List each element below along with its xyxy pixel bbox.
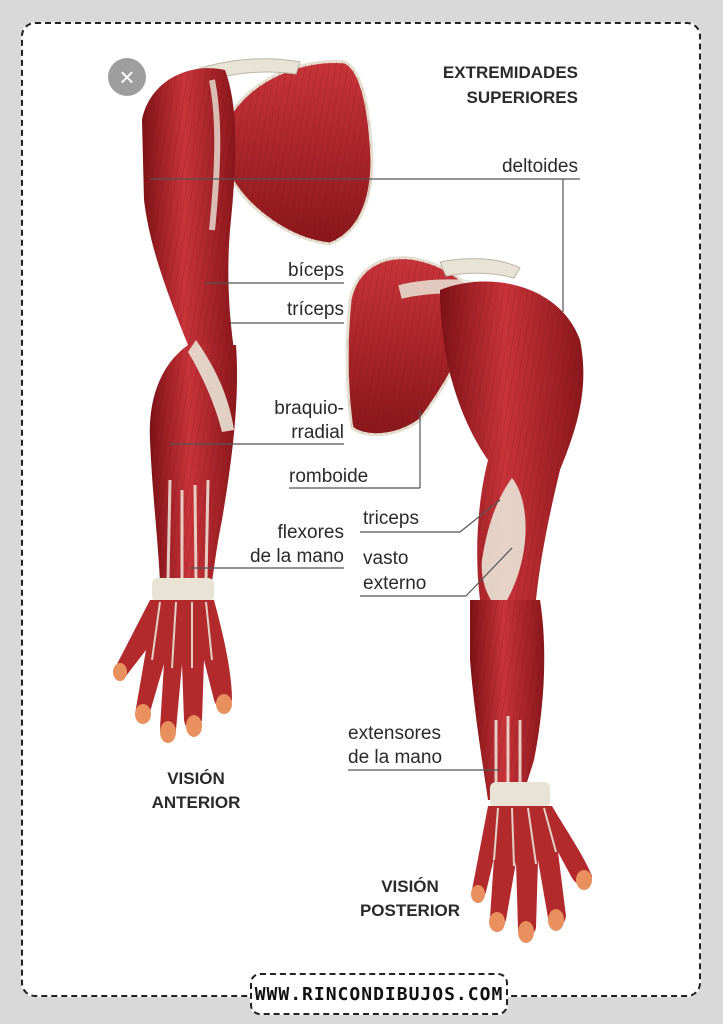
- label-triceps-posterior: triceps: [363, 508, 419, 529]
- label-braquio-line-1: braquio-: [274, 398, 344, 419]
- label-vasto-line-1: vasto: [363, 548, 408, 569]
- anterior-arm-illustration: [113, 58, 374, 743]
- footer-url-badge: WWW.RINCONDIBUJOS.COM: [250, 973, 508, 1015]
- label-romboide: romboide: [289, 466, 368, 487]
- view-posterior-line-1: VISIÓN: [381, 877, 439, 896]
- label-biceps: bíceps: [288, 260, 344, 281]
- view-anterior-line-1: VISIÓN: [167, 769, 225, 788]
- close-icon: ×: [119, 62, 135, 92]
- label-braquio-line-2: rradial: [291, 422, 344, 443]
- label-triceps-anterior: tríceps: [287, 299, 344, 320]
- view-posterior-line-2: POSTERIOR: [360, 901, 460, 920]
- label-flexores-line-1: flexores: [277, 522, 344, 543]
- view-anterior-line-2: ANTERIOR: [152, 793, 241, 812]
- leader-lines: [150, 178, 580, 771]
- footer-url: WWW.RINCONDIBUJOS.COM: [254, 983, 504, 1005]
- label-extensores-line-1: extensores: [348, 723, 441, 744]
- title-line-2: SUPERIORES: [467, 88, 578, 107]
- label-deltoides: deltoides: [502, 156, 578, 177]
- posterior-arm-illustration: [345, 256, 592, 943]
- title-line-1: EXTREMIDADES: [443, 63, 578, 82]
- close-button[interactable]: ×: [108, 58, 146, 96]
- label-vasto-line-2: externo: [363, 573, 426, 594]
- label-flexores-line-2: de la mano: [250, 546, 344, 567]
- label-extensores-line-2: de la mano: [348, 747, 442, 768]
